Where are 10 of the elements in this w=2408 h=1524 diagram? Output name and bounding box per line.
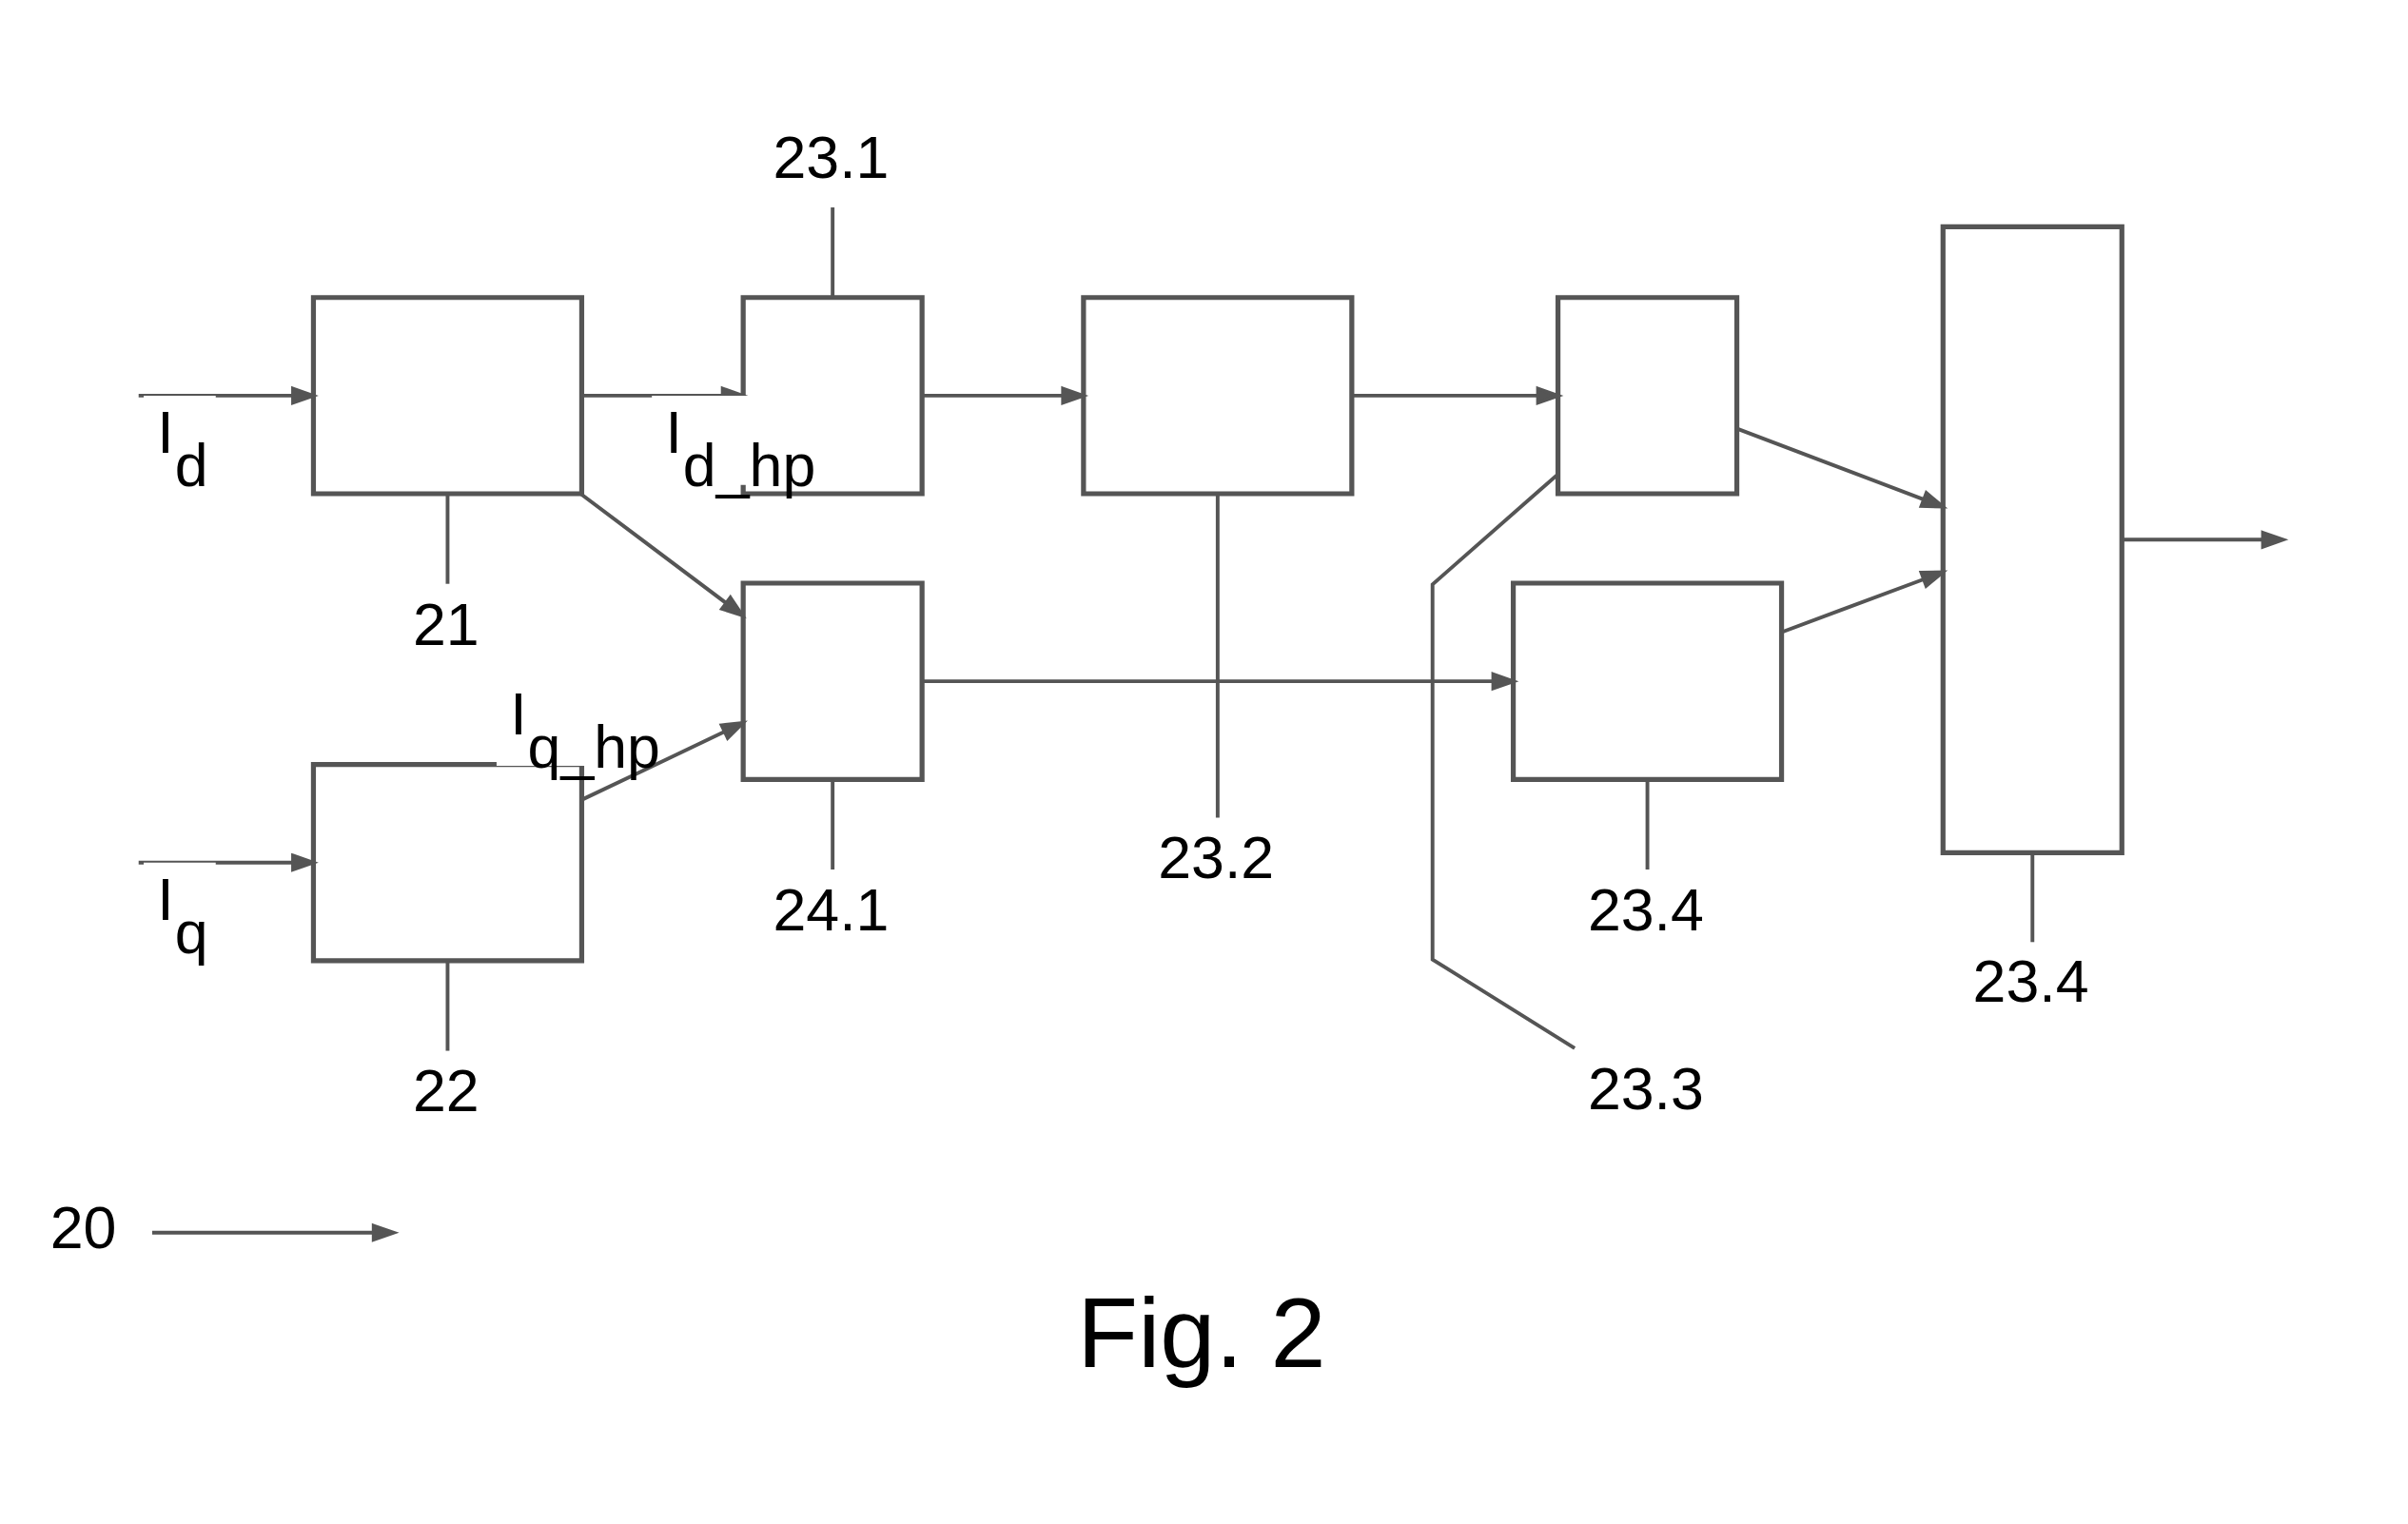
node-text: 22 xyxy=(412,1057,480,1124)
node-text: 24.1 xyxy=(773,875,890,943)
node-text: 21 xyxy=(412,590,480,657)
node-text: 23.4 xyxy=(1972,948,2089,1015)
node-text: 20 xyxy=(49,1193,117,1260)
caption: Fig. 2 xyxy=(1077,1276,1326,1388)
node-text: 23.2 xyxy=(1158,823,1275,890)
node-text: 23.1 xyxy=(773,123,890,190)
node-text: 23.3 xyxy=(1587,1054,1704,1122)
node-text: 23.4 xyxy=(1587,875,1704,943)
